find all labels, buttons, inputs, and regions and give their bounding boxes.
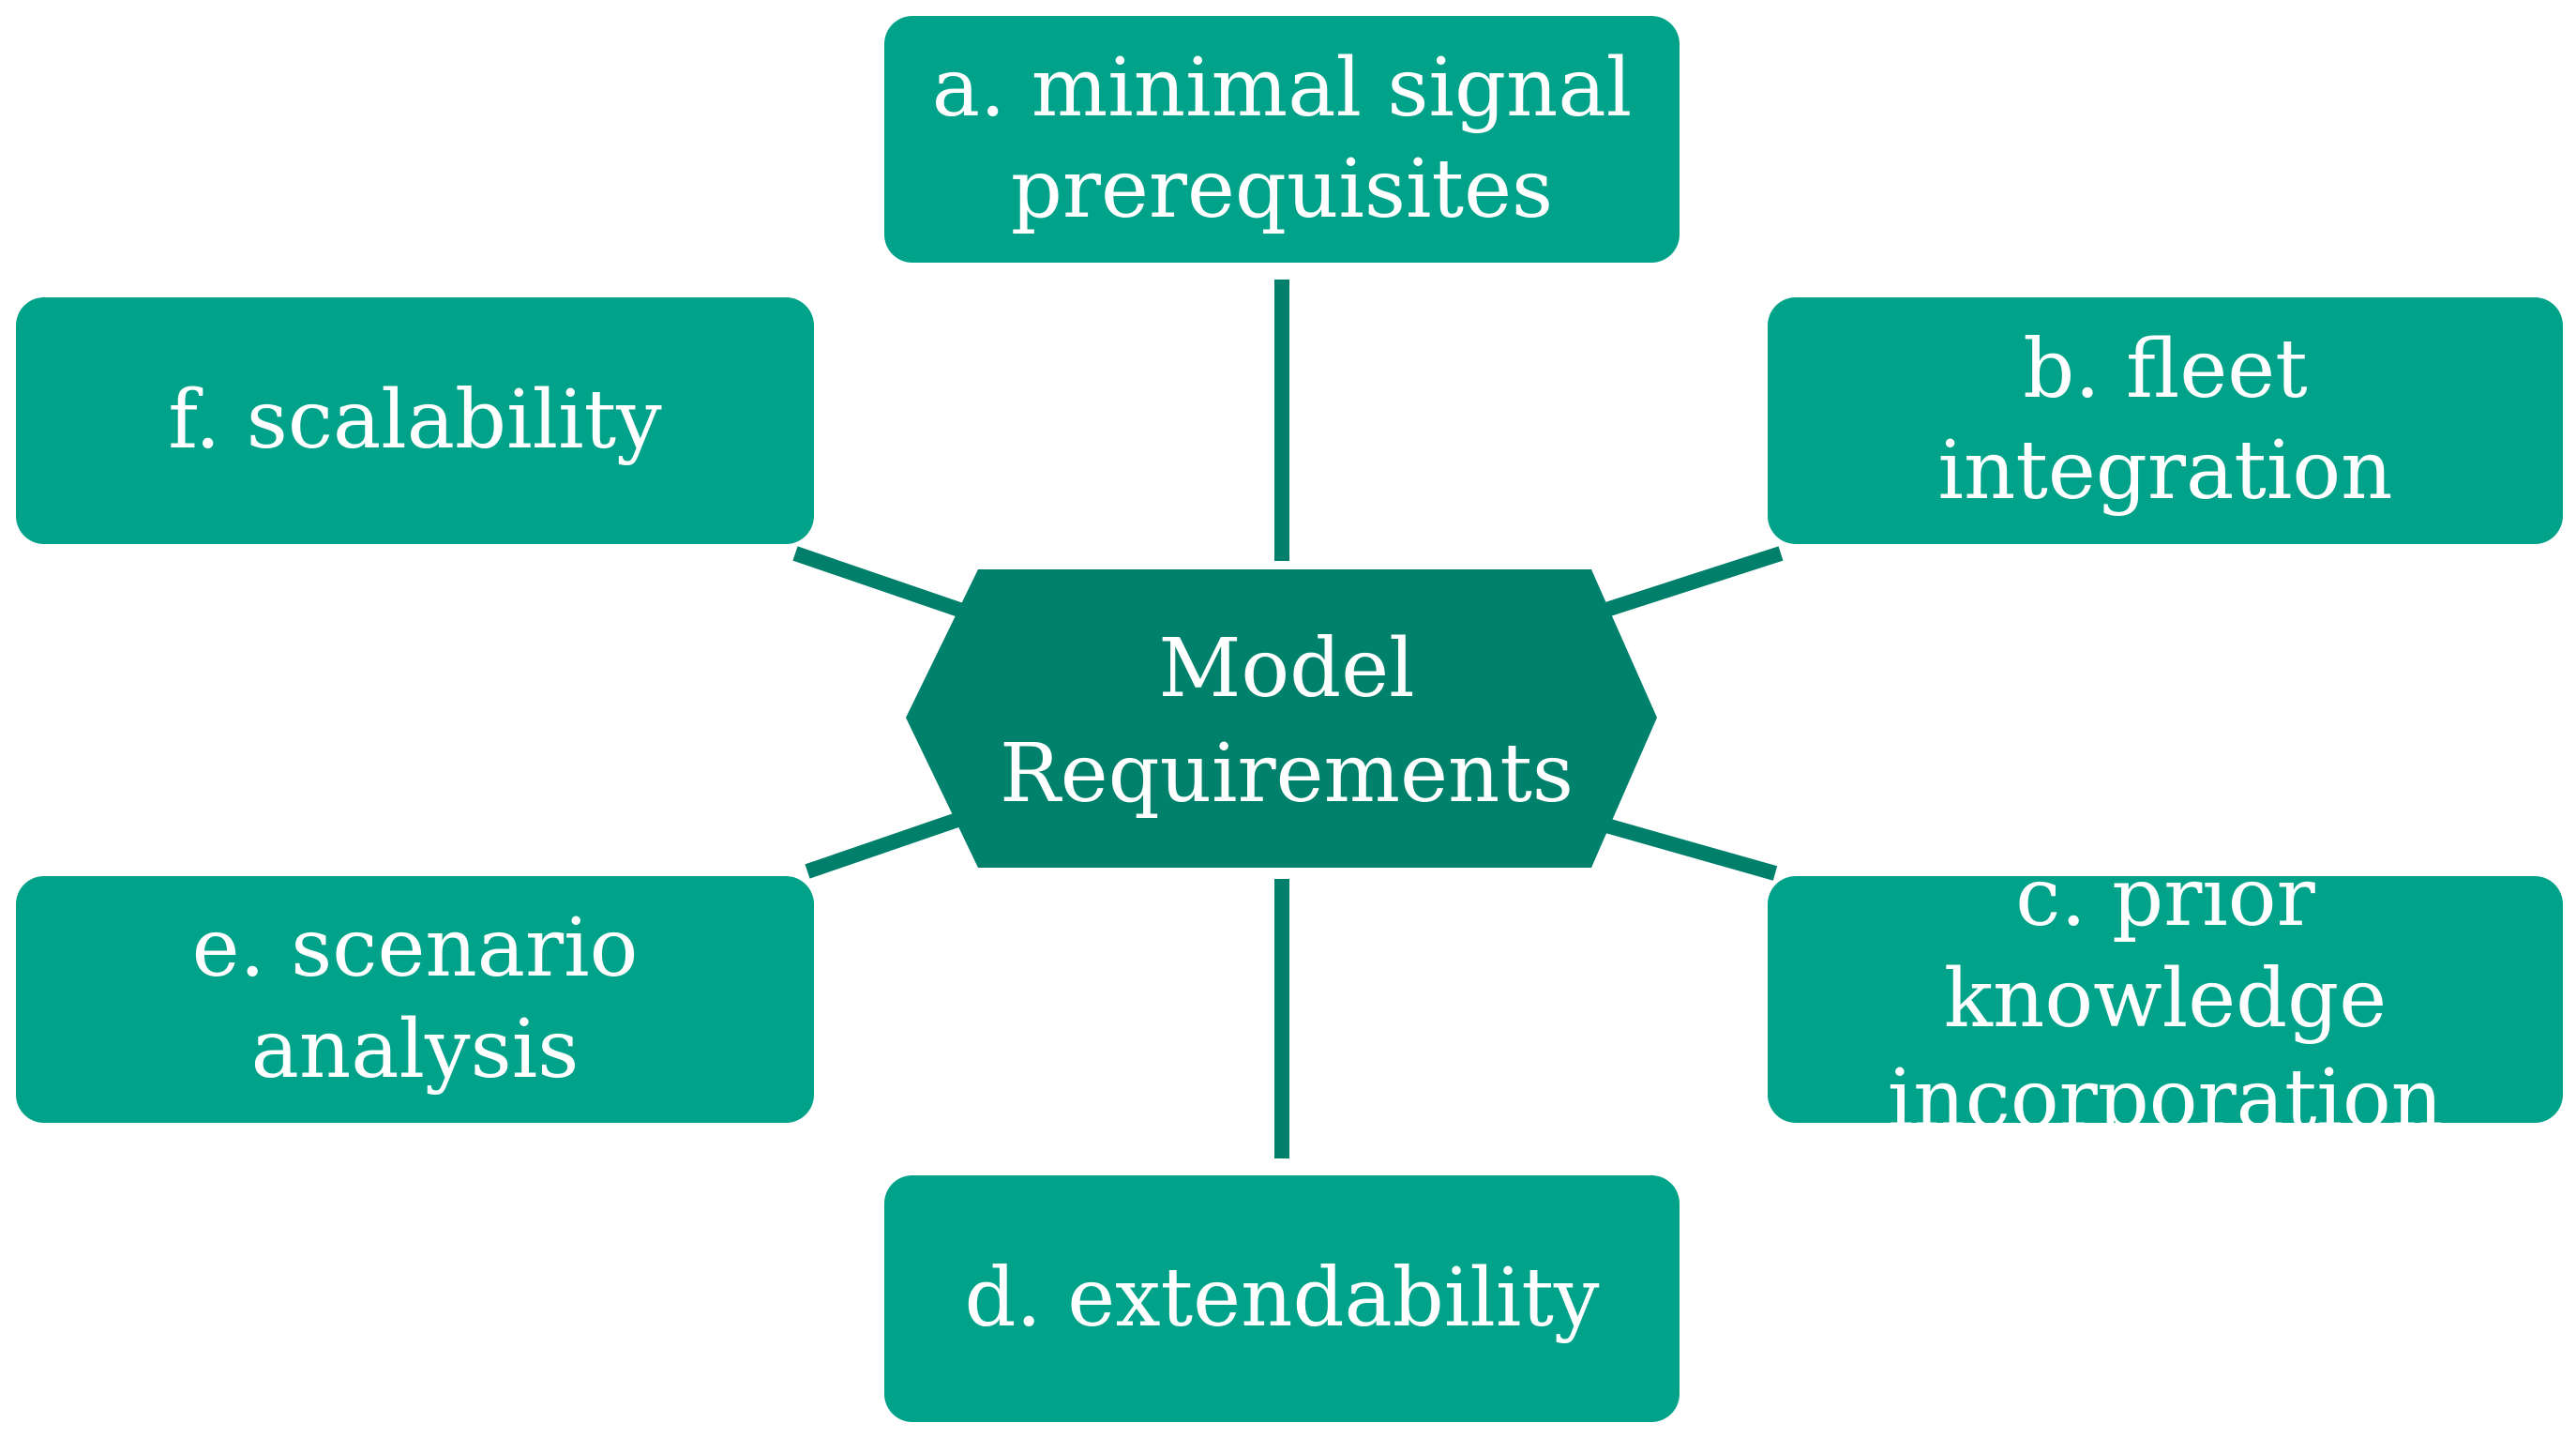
node-a-minimal-signal-prerequisites: a. minimal signal prerequisites bbox=[884, 16, 1680, 263]
center-label-line1: Model bbox=[1158, 622, 1415, 717]
center-label-line2: Requirements bbox=[999, 727, 1574, 821]
connector-f bbox=[792, 546, 965, 618]
node-c-line2: incorporation bbox=[1887, 1052, 2444, 1147]
connector-b bbox=[1601, 546, 1784, 618]
node-a-line2: prerequisites bbox=[1010, 142, 1554, 236]
connector-e bbox=[805, 812, 960, 879]
node-d-extendability: d. extendability bbox=[884, 1175, 1680, 1422]
center-hexagon bbox=[906, 569, 1657, 868]
node-d-line1: d. extendability bbox=[964, 1250, 1600, 1345]
node-f-scalability: f. scalability bbox=[16, 297, 814, 544]
node-e-scenario-analysis: e. scenario analysis bbox=[16, 876, 814, 1123]
node-a-line1: a. minimal signal bbox=[931, 41, 1633, 135]
node-c-prior-knowledge-incorporation: c. prior knowledge incorporation bbox=[1768, 851, 2563, 1146]
node-c-line1: c. prior knowledge bbox=[1943, 851, 2388, 1046]
node-e-line1: e. scenario analysis bbox=[191, 901, 639, 1097]
node-b-line1: b. fleet integration bbox=[1937, 323, 2393, 518]
node-b-fleet-integration: b. fleet integration bbox=[1768, 297, 2563, 544]
node-f-line1: f. scalability bbox=[168, 372, 662, 467]
center-label: Model Requirements bbox=[954, 610, 1619, 835]
connector-c bbox=[1604, 818, 1778, 881]
